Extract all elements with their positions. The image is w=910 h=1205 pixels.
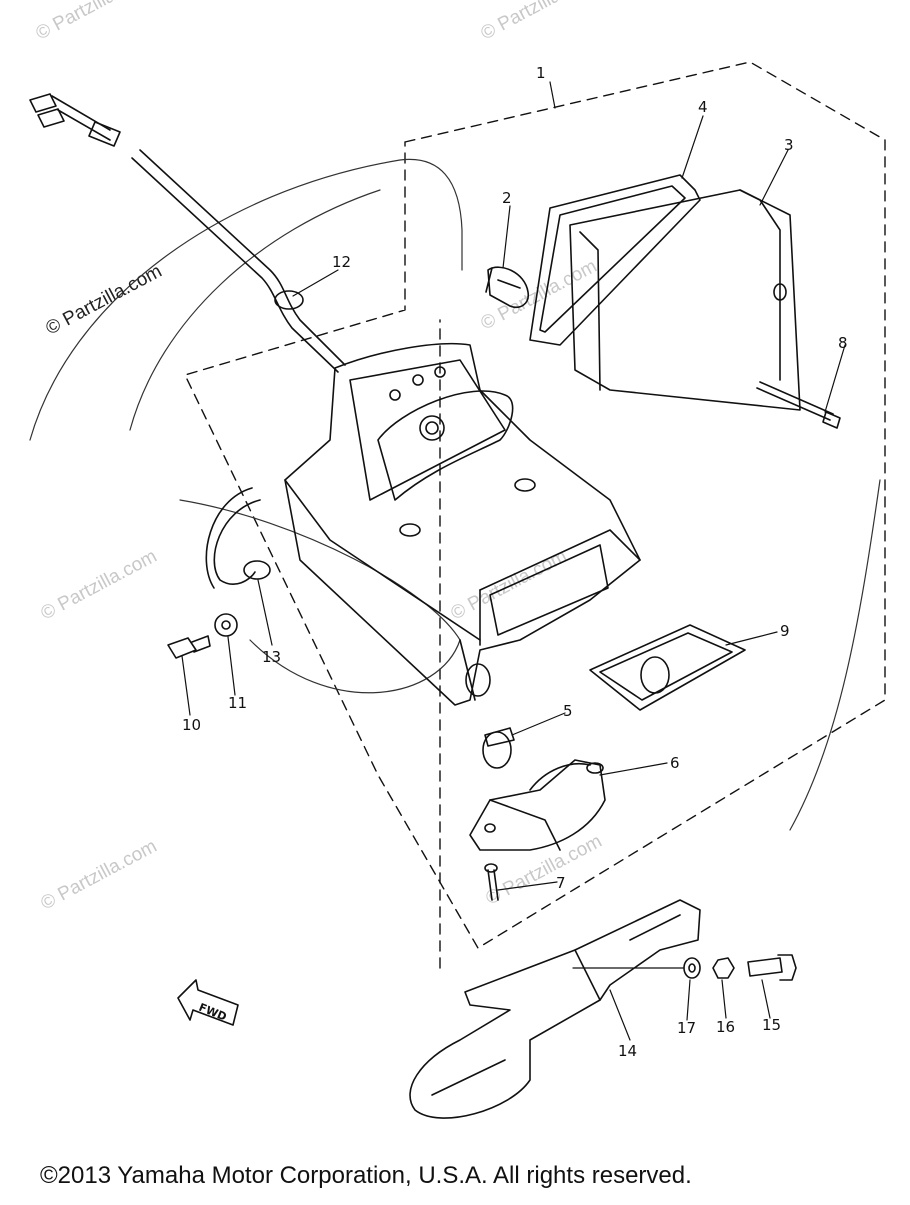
watermark: © Partzilla.com xyxy=(482,831,605,910)
fwd-label: FWD xyxy=(197,1001,229,1024)
assembly-outline xyxy=(184,61,886,969)
callout-15: 15 xyxy=(762,1016,781,1034)
callout-11: 11 xyxy=(228,694,247,712)
callout-13: 13 xyxy=(262,648,281,666)
watermark: © Partzilla.com xyxy=(37,546,160,625)
fwd-arrow: FWD xyxy=(177,979,239,1026)
watermark: © Partzilla.com xyxy=(477,0,600,44)
watermark: © Partzilla.com xyxy=(37,836,160,915)
taillight-lens xyxy=(529,174,801,411)
nut-16 xyxy=(712,957,735,979)
callout-3: 3 xyxy=(784,136,794,154)
callout-10: 10 xyxy=(182,716,201,734)
watermark: © Partzilla.com xyxy=(32,0,155,44)
callout-6: 6 xyxy=(670,754,680,772)
bolt-15 xyxy=(747,954,797,981)
taillight-base xyxy=(284,342,641,706)
callout-1: 1 xyxy=(536,64,546,82)
callout-16: 16 xyxy=(716,1018,735,1036)
wiring-harness xyxy=(29,93,346,589)
license-gasket-9 xyxy=(589,624,746,711)
leader-lines xyxy=(181,81,846,1041)
callout-17: 17 xyxy=(677,1019,696,1037)
watermark: © Partzilla.com xyxy=(42,261,165,340)
callout-8: 8 xyxy=(838,334,848,352)
callout-9: 9 xyxy=(780,622,790,640)
callout-14: 14 xyxy=(618,1042,637,1060)
callouts: 1 2 3 4 5 6 7 8 9 10 11 12 13 14 15 16 1… xyxy=(182,64,848,1060)
callout-2: 2 xyxy=(502,189,512,207)
screw-7 xyxy=(484,863,499,901)
fender-outline xyxy=(29,158,881,831)
license-bracket-14 xyxy=(409,899,701,1119)
washer-11 xyxy=(214,613,238,637)
callout-12: 12 xyxy=(332,253,351,271)
callout-7: 7 xyxy=(556,874,566,892)
callout-4: 4 xyxy=(698,98,708,116)
screw-8 xyxy=(756,381,841,429)
washer-17 xyxy=(683,957,701,979)
bolt-10 xyxy=(167,635,211,659)
callout-5: 5 xyxy=(563,702,573,720)
copyright-notice: ©2013 Yamaha Motor Corporation, U.S.A. A… xyxy=(40,1162,692,1189)
bulb-5 xyxy=(482,727,515,769)
license-light-housing-6 xyxy=(469,759,606,851)
